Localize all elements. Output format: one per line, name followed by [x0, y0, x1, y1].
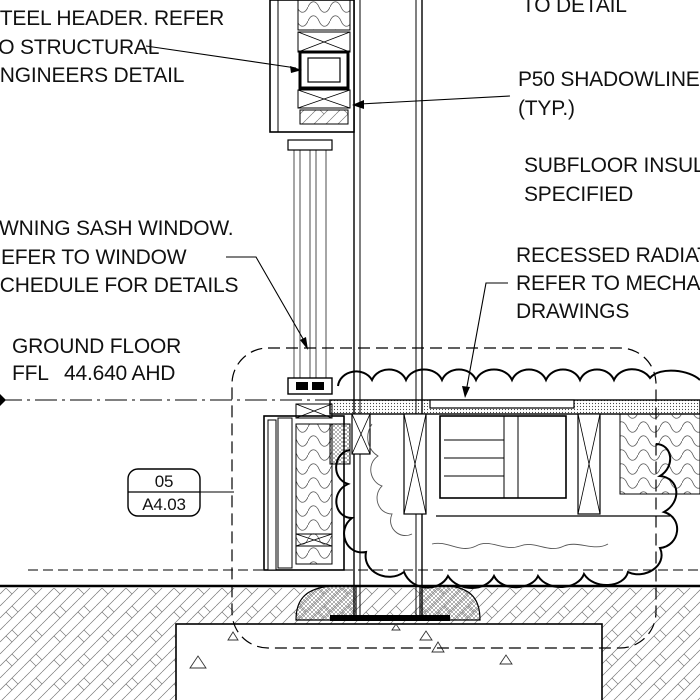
ground-floor-ffl-label: FFL — [12, 362, 49, 385]
annotation-subfloor-insulation: SUBFLOOR INSULATION SPECIFIED — [524, 154, 700, 206]
subfloor-insulation-line-1: SUBFLOOR INSULATION — [524, 154, 700, 177]
steel-header-line-2: TO STRUCTURAL — [0, 36, 159, 59]
recessed-radiator — [429, 399, 670, 517]
upper-wall-frame — [269, 0, 355, 133]
recessed-radiator-line-3: DRAWINGS — [516, 300, 629, 323]
awning-window-line-3: SCHEDULE FOR DETAILS — [0, 274, 239, 297]
concrete-footing — [175, 623, 603, 700]
recessed-radiator-line-1: RECESSED RADIATOR — [516, 244, 700, 267]
annotation-to-detail: TO DETAIL — [522, 0, 627, 17]
annotation-recessed-radiator: RECESSED RADIATOR REFER TO MECHANICAL DR… — [516, 244, 700, 323]
annotation-steel-header: STEEL HEADER. REFER TO STRUCTURAL ENGINE… — [0, 7, 224, 87]
steel-header-line-1: STEEL HEADER. REFER — [0, 7, 224, 30]
awning-window-line-1: AWNING SASH WINDOW. — [0, 217, 233, 240]
shadowline-line-1: P50 SHADOWLINE — [518, 68, 700, 91]
awning-window-line-2: REFER TO WINDOW — [0, 246, 187, 269]
annotation-shadowline: P50 SHADOWLINE (TYP.) — [518, 68, 700, 120]
detail-callout-boundary — [231, 347, 657, 649]
awning-window — [287, 139, 333, 395]
annotation-awning-window: AWNING SASH WINDOW. REFER TO WINDOW SCHE… — [0, 217, 239, 297]
annotation-ground-floor: GROUND FLOOR FFL 44.640 AHD — [12, 335, 181, 385]
steel-header-line-3: ENGINEERS DETAIL — [0, 64, 184, 87]
subfloor-insulation — [335, 368, 700, 589]
shadowline-line-2: (TYP.) — [518, 97, 575, 120]
section-tag-sheet: A4.03 — [142, 495, 185, 514]
recessed-radiator-line-2: REFER TO MECHANICAL — [516, 272, 700, 295]
post-column — [353, 0, 423, 620]
subfloor-insulation-line-2: SPECIFIED — [524, 183, 633, 206]
ffl-level-arrow — [0, 394, 6, 406]
ground-floor-level-value: 44.640 AHD — [64, 362, 175, 385]
lower-wall-frame — [263, 403, 351, 571]
section-reference-tag[interactable]: 05 A4.03 — [127, 468, 201, 517]
pier-pads — [295, 585, 481, 621]
leader-lines — [145, 45, 511, 493]
ground-floor-line-1: GROUND FLOOR — [12, 335, 181, 358]
section-tag-number: 05 — [155, 472, 174, 491]
